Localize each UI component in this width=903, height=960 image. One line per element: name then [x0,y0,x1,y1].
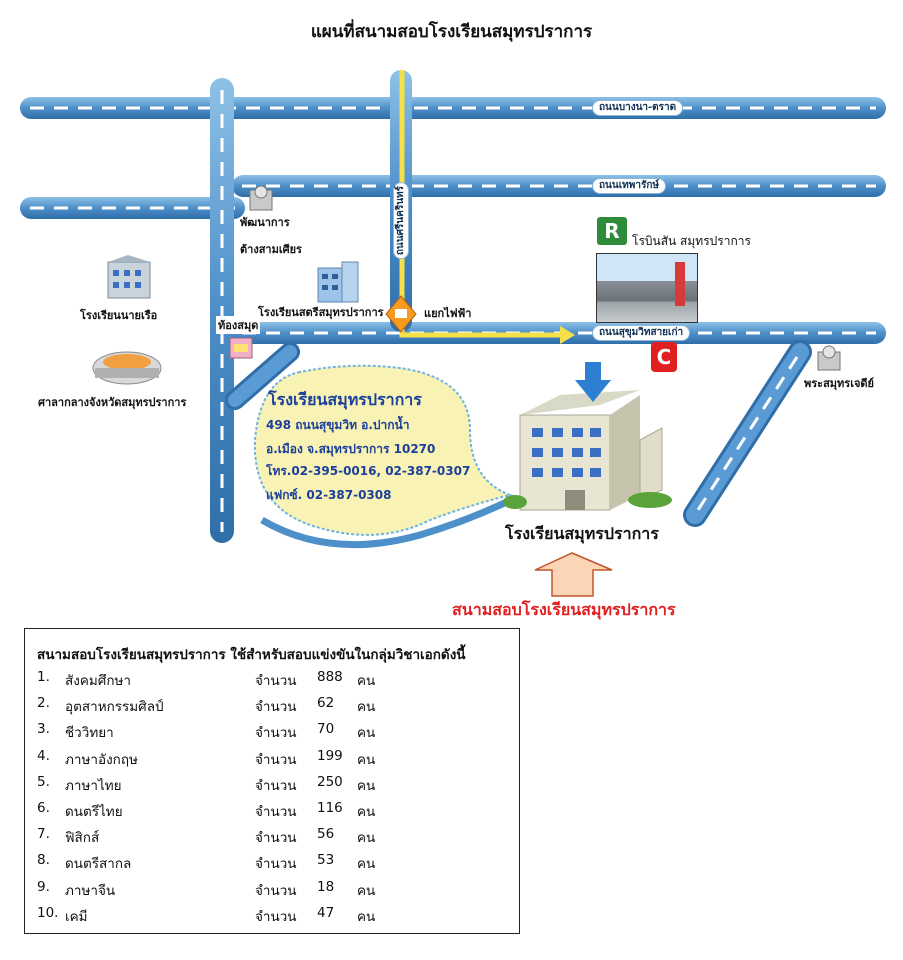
row-number: 7. [37,826,50,843]
row-count: 47 [317,904,335,921]
subjects-table-heading: สนามสอบโรงเรียนสมุทรปราการ ใช้สำหรับสอบแ… [37,647,466,663]
map-title: แผนที่สนามสอบโรงเรียนสมุทรปราการ [310,22,593,42]
row-count-label: จำนวน [255,804,297,820]
row-number: 2. [37,695,50,712]
row-subject: ชีววิทยา [65,725,114,742]
row-count: 70 [317,721,335,738]
row-count-label: จำนวน [255,673,297,689]
road-thepharak [232,175,886,197]
row-count-label: จำนวน [255,725,297,742]
subjects-table: สนามสอบโรงเรียนสมุทรปราการ ใช้สำหรับสอบแ… [24,628,520,934]
pattanakarn-icon [249,185,273,211]
road-bangna-trad [20,97,886,119]
label-tang-sam-khian: ต้างสามเศียร [240,243,302,256]
label-traffic-light: แยกไฟฟ้า [424,307,472,320]
down-arrow-icon [575,362,611,402]
row-count-label: จำนวน [255,699,297,716]
satri-school-icon [317,261,359,303]
school-name-label: โรงเรียนสมุทรปราการ [505,524,659,543]
row-number: 4. [37,747,50,764]
venue-label: สนามสอบโรงเรียนสมุทรปราการ [452,600,676,619]
label-sukhumvit-old: ถนนสุขุมวิทสายเก่า [592,325,691,341]
row-number: 5. [37,773,50,790]
big-c-logo-icon: C [651,342,677,372]
row-unit: คน [357,699,376,716]
row-number: 10. [37,904,59,921]
row-count-label: จำนวน [255,882,297,899]
road-diagonal-left [225,342,300,410]
row-count: 888 [317,669,343,685]
row-subject: ภาษาจีน [65,882,116,899]
row-number: 3. [37,721,50,738]
bubble-fax: แฟกซ์. 02-387-0308 [266,488,392,502]
navy-school-icon [107,255,151,299]
traffic-light-icon [385,295,417,333]
road-left-branch [20,197,245,219]
row-number: 9. [37,878,50,895]
row-count: 18 [317,878,335,895]
row-count: 250 [317,773,343,790]
bubble-address-line2: อ.เมือง จ.สมุทรปราการ 10270 [266,442,436,456]
row-unit: คน [357,673,376,689]
row-subject: ฟิสิกส์ [65,830,100,847]
bubble-phone: โทร.02-395-0016, 02-387-0307 [266,464,471,478]
row-subject: สังคมศึกษา [65,673,131,689]
row-count: 199 [317,747,343,764]
label-bangna-trad: ถนนบางนา-ตราด [592,100,684,116]
robinson-logo-icon: R [597,217,627,245]
phra-samut-chedi-icon [817,345,841,371]
address-bubble [253,364,517,549]
row-subject: ภาษาอังกฤษ [65,751,138,768]
label-thepharak: ถนนเทพารักษ์ [592,178,666,194]
bubble-address-line1: 498 ถนนสุขุมวิท อ.ปากน้ำ [266,418,410,432]
row-count-label: จำนวน [255,751,297,768]
row-unit: คน [357,830,376,847]
label-phra-samut-chedi: พระสมุทรเจดีย์ [804,377,874,390]
bubble-school-name: โรงเรียนสมุทรปราการ [268,390,422,409]
row-number: 1. [37,669,50,685]
thong-samut-icon [229,337,253,359]
row-subject: ดนตรีสากล [65,856,132,873]
row-unit: คน [357,804,376,820]
row-unit: คน [357,856,376,873]
row-count: 56 [317,826,335,843]
road-vertical-left [210,78,234,543]
row-subject: ดนตรีไทย [65,804,123,820]
row-count: 53 [317,852,335,869]
city-hall-icon [92,351,162,385]
map-canvas [20,70,886,597]
label-satri-school: โรงเรียนสตรีสมุทรปราการ [258,306,384,319]
row-count-label: จำนวน [255,908,297,925]
label-navy-school: โรงเรียนนายเรือ [80,309,158,322]
row-subject: เคมี [65,908,88,925]
row-count-label: จำนวน [255,777,297,794]
row-unit: คน [357,908,376,925]
robinson-photo [596,253,698,323]
row-count: 62 [317,695,335,712]
row-unit: คน [357,751,376,768]
row-subject: ภาษาไทย [65,777,122,794]
row-unit: คน [357,882,376,899]
row-count-label: จำนวน [255,830,297,847]
label-pattanakarn: พัฒนาการ [240,216,290,229]
label-srinakarin: ถนนศรีนครินทร์ [393,182,409,260]
row-number: 8. [37,852,50,869]
school-building-icon [503,390,672,511]
road-diagonal-right [683,340,812,527]
row-unit: คน [357,777,376,794]
row-count: 116 [317,800,343,816]
row-subject: อุตสาหกรรมศิลป์ [65,699,164,716]
label-city-hall: ศาลากลางจังหวัดสมุทรปราการ [38,396,187,409]
row-number: 6. [37,800,50,816]
route-highlight [399,70,575,344]
row-unit: คน [357,725,376,742]
label-robinson: โรบินสัน สมุทรปราการ [632,234,751,248]
label-thong-samut: ท้องสมุด [216,316,261,334]
row-count-label: จำนวน [255,856,297,873]
venue-arrow-icon [534,552,613,597]
